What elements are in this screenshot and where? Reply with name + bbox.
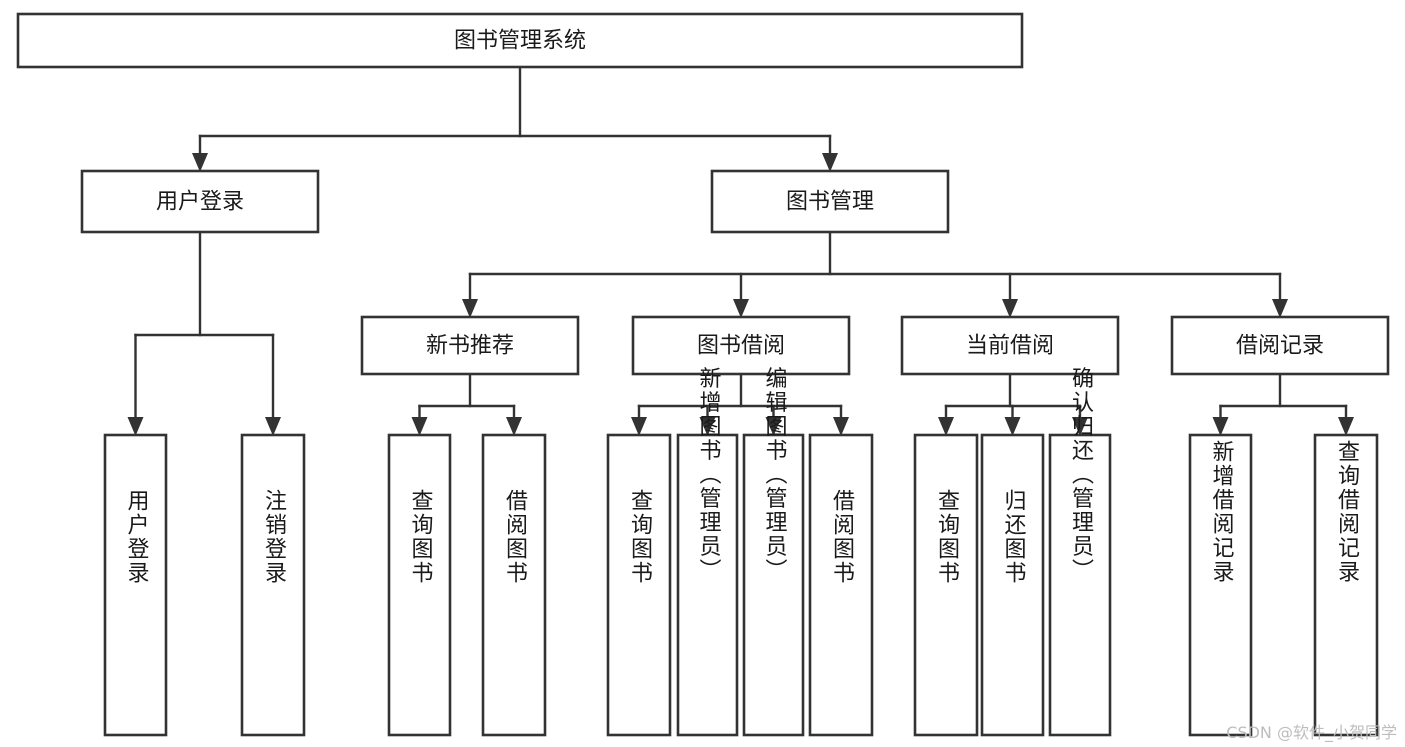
node-label: 用户登录	[156, 190, 244, 215]
node-label: 查询图书	[408, 489, 434, 585]
arrow-head-icon	[765, 417, 782, 436]
arrow-head-icon	[699, 417, 716, 436]
node-label: 归还图书	[1001, 489, 1027, 585]
arrow-head-icon	[938, 417, 954, 436]
node-current-borrow[interactable]: 当前借阅	[900, 315, 1120, 376]
node-label: 借阅图书	[829, 489, 855, 585]
arrow-head-icon	[631, 417, 647, 436]
edge-layer	[127, 65, 1354, 436]
node-box	[481, 433, 547, 737]
node-user-login[interactable]: 用户登录	[80, 169, 320, 234]
node-box	[742, 433, 805, 737]
node-box	[387, 433, 452, 737]
arrow-head-icon	[1212, 417, 1229, 436]
node-box	[710, 169, 950, 234]
node-box	[808, 433, 874, 737]
node-leaf-return-book[interactable]: 归还图书	[980, 433, 1045, 737]
node-leaf-edit-book[interactable]: 编辑图书（管理员）	[742, 367, 805, 737]
node-label: 查询图书	[934, 489, 960, 585]
arrow-head-icon	[1338, 417, 1354, 436]
arrow-head-icon	[1272, 299, 1288, 318]
node-label: 用户登录	[124, 489, 150, 585]
arrow-head-icon	[462, 299, 478, 318]
node-box	[631, 315, 851, 376]
node-box	[913, 433, 979, 737]
node-box	[16, 12, 1024, 69]
node-root[interactable]: 图书管理系统	[16, 12, 1024, 69]
node-label: 图书借阅	[697, 334, 785, 359]
arrow-head-icon	[733, 299, 749, 318]
node-leaf-confirm-return[interactable]: 确认归还（管理员）	[1048, 367, 1112, 737]
node-leaf-query-book-3[interactable]: 查询图书	[913, 433, 979, 737]
node-box	[103, 433, 168, 737]
node-borrow-record[interactable]: 借阅记录	[1170, 315, 1390, 376]
arrow-head-icon	[822, 153, 838, 172]
node-box	[80, 169, 320, 234]
node-leaf-query-book-1[interactable]: 查询图书	[387, 433, 452, 737]
arrow-head-icon	[265, 417, 281, 436]
node-label: 借阅图书	[502, 489, 528, 585]
node-leaf-query-book-2[interactable]: 查询图书	[606, 433, 672, 737]
node-label: 注销登录	[261, 489, 287, 585]
node-label: 查询图书	[627, 489, 653, 585]
arrow-head-icon	[506, 417, 522, 436]
node-label: 图书管理	[786, 190, 874, 215]
node-box	[240, 433, 306, 737]
node-label: 查询借阅记录	[1334, 440, 1360, 584]
node-box	[980, 433, 1045, 737]
arrow-head-icon	[192, 153, 208, 172]
node-leaf-borrow-book-1[interactable]: 借阅图书	[481, 433, 547, 737]
arrow-head-icon	[1072, 417, 1088, 436]
node-book-borrow[interactable]: 图书借阅	[631, 315, 851, 376]
arrow-head-icon	[411, 417, 428, 436]
node-label: 新增借阅记录	[1209, 440, 1235, 584]
node-new-book-rec[interactable]: 新书推荐	[360, 315, 580, 376]
node-leaf-borrow-book-2[interactable]: 借阅图书	[808, 433, 874, 737]
node-label: 当前借阅	[966, 334, 1054, 359]
node-label: 确认归还（管理员）	[1068, 367, 1094, 583]
node-leaf-add-record[interactable]: 新增借阅记录	[1188, 433, 1253, 737]
node-label: 借阅记录	[1236, 334, 1324, 359]
node-label: 新书推荐	[426, 334, 514, 359]
node-label: 新增图书（管理员）	[696, 367, 722, 583]
node-box	[900, 315, 1120, 376]
arrow-head-icon	[1004, 417, 1021, 436]
arrow-head-icon	[833, 417, 849, 436]
node-leaf-user-login[interactable]: 用户登录	[103, 433, 168, 737]
arrow-head-icon	[127, 417, 144, 436]
node-box	[676, 433, 739, 737]
node-box	[1188, 433, 1253, 737]
node-label: 图书管理系统	[454, 29, 586, 54]
node-box	[1170, 315, 1390, 376]
node-leaf-add-book[interactable]: 新增图书（管理员）	[676, 367, 739, 737]
node-label: 编辑图书（管理员）	[762, 367, 788, 583]
arrow-head-icon	[1002, 299, 1018, 318]
node-box	[360, 315, 580, 376]
node-book-manage[interactable]: 图书管理	[710, 169, 950, 234]
node-box	[1313, 433, 1379, 737]
node-layer: 图书管理系统用户登录图书管理新书推荐图书借阅当前借阅借阅记录用户登录注销登录查询…	[16, 12, 1390, 737]
node-leaf-query-record[interactable]: 查询借阅记录	[1313, 433, 1379, 737]
node-leaf-user-logout[interactable]: 注销登录	[240, 433, 306, 737]
node-box	[606, 433, 672, 737]
node-box	[1048, 433, 1112, 737]
